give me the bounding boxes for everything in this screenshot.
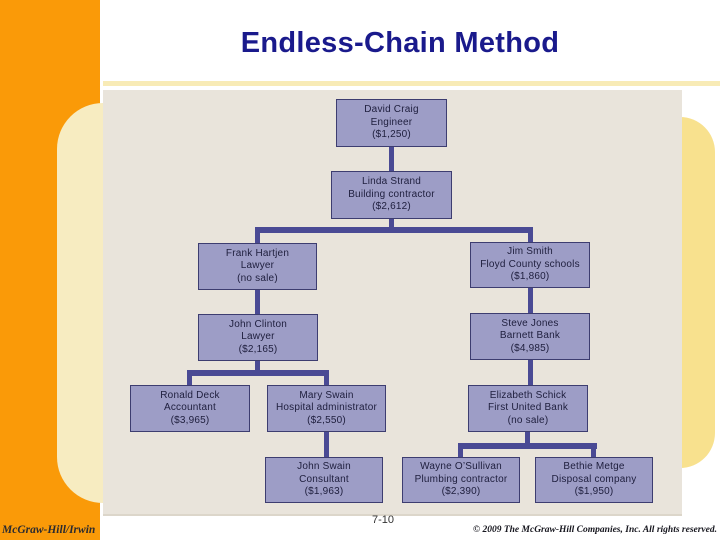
node-person-name: Bethie Metge: [563, 461, 625, 473]
node-person-name: Mary Swain: [299, 389, 354, 401]
diagram-panel: David Craig Engineer ($1,250) Linda Stra…: [103, 90, 682, 516]
org-node-linda-strand: Linda Strand Building contractor ($2,612…: [331, 171, 452, 219]
node-role: Lawyer: [241, 331, 275, 343]
node-role: Plumbing contractor: [414, 473, 508, 485]
connector-jim-steve: [528, 288, 533, 313]
node-person-name: John Clinton: [229, 318, 287, 330]
slide-title: Endless-Chain Method: [240, 27, 560, 59]
node-amount: ($2,390): [441, 486, 481, 498]
node-amount: ($2,612): [372, 201, 411, 213]
connector-frank-johnclinton: [255, 290, 260, 314]
connector-linda-stem: [389, 219, 394, 233]
org-node-wayne-osullivan: Wayne O’Sullivan Plumbing contractor ($2…: [402, 457, 520, 503]
node-amount: ($1,250): [372, 129, 411, 141]
node-person-name: Elizabeth Schick: [489, 389, 567, 401]
right-yellow-capsule: [680, 117, 715, 468]
node-amount: ($2,550): [307, 414, 346, 426]
title-underline-rule: [103, 81, 720, 86]
org-node-john-swain: John Swain Consultant ($1,963): [265, 457, 383, 503]
connector-elizabeth-stem: [525, 432, 530, 449]
connector-david-linda: [389, 147, 394, 171]
connector-to-frank: [255, 233, 260, 243]
connector-mary-johnswain: [324, 432, 329, 457]
node-person-name: Jim Smith: [507, 246, 553, 258]
node-person-name: Ronald Deck: [160, 389, 220, 401]
org-node-ronald-deck: Ronald Deck Accountant ($3,965): [130, 385, 250, 432]
connector-to-bethie: [591, 449, 596, 457]
org-node-elizabeth-schick: Elizabeth Schick First United Bank (no s…: [468, 385, 588, 432]
connector-to-mary: [324, 376, 329, 385]
connector-to-jim: [528, 233, 533, 242]
node-person-name: John Swain: [297, 461, 351, 473]
node-person-name: Wayne O’Sullivan: [420, 461, 502, 473]
footer-brand: McGraw-Hill/Irwin: [2, 524, 96, 536]
connector-to-wayne: [458, 449, 463, 457]
connector-row5-left-horizontal: [187, 370, 329, 376]
footer-page-number: 7-10: [371, 514, 395, 526]
org-node-david-craig: David Craig Engineer ($1,250): [336, 99, 447, 147]
node-role: Lawyer: [240, 260, 275, 272]
node-role: Floyd County schools: [480, 258, 580, 270]
node-amount: ($4,985): [510, 342, 550, 354]
node-amount: ($3,965): [170, 414, 210, 426]
org-node-bethie-metge: Bethie Metge Disposal company ($1,950): [535, 457, 653, 503]
connector-row3-horizontal: [255, 227, 533, 233]
org-node-frank-hartjen: Frank Hartjen Lawyer (no sale): [198, 243, 317, 290]
org-node-steve-jones: Steve Jones Barnett Bank ($4,985): [470, 313, 590, 360]
node-amount: ($1,950): [574, 486, 614, 498]
node-role: Engineer: [370, 116, 413, 128]
connector-row6-horizontal: [458, 443, 597, 449]
left-cream-capsule: [57, 103, 103, 503]
node-person-name: Frank Hartjen: [225, 247, 290, 259]
node-amount: ($1,963): [304, 486, 344, 498]
node-amount: ($1,860): [510, 271, 550, 283]
connector-johnclinton-stem: [255, 361, 260, 376]
org-node-jim-smith: Jim Smith Floyd County schools ($1,860): [470, 242, 590, 288]
node-role: Consultant: [299, 473, 349, 485]
node-role: Accountant: [163, 402, 217, 414]
node-amount: (no sale): [507, 414, 549, 426]
connector-to-ronald: [187, 376, 192, 385]
node-role: Hospital administrator: [275, 402, 378, 414]
node-amount: (no sale): [237, 272, 278, 284]
node-person-name: David Craig: [364, 104, 419, 116]
node-role: Building contractor: [348, 188, 435, 200]
connector-steve-elizabeth: [528, 360, 533, 385]
node-role: Barnett Bank: [499, 330, 561, 342]
node-role: First United Bank: [487, 402, 569, 414]
node-person-name: Steve Jones: [501, 317, 559, 329]
node-person-name: Linda Strand: [361, 176, 422, 188]
footer-copyright: © 2009 The McGraw-Hill Companies, Inc. A…: [473, 525, 717, 535]
node-role: Disposal company: [551, 473, 637, 485]
org-node-john-clinton: John Clinton Lawyer ($2,165): [198, 314, 318, 361]
org-node-mary-swain: Mary Swain Hospital administrator ($2,55…: [267, 385, 386, 432]
node-amount: ($2,165): [238, 343, 278, 355]
